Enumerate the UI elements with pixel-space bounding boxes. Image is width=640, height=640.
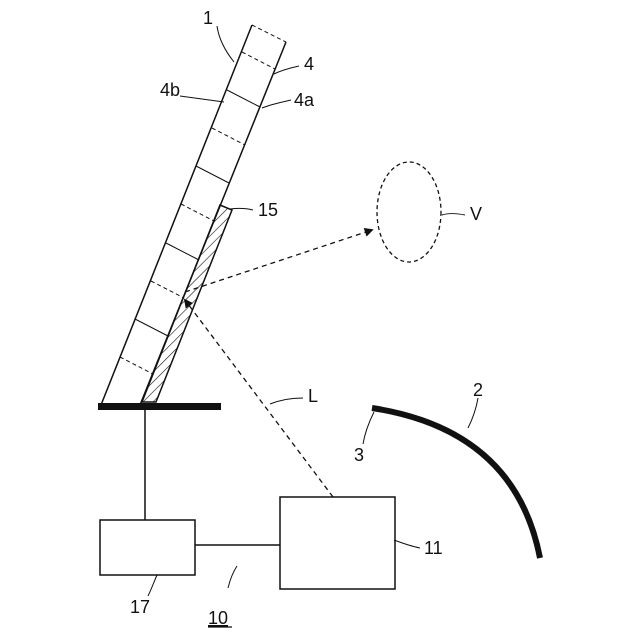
virtual-image-V [377,162,441,262]
label-17: 17 [130,597,150,617]
label-V: V [470,204,482,224]
plate-top-edge [252,25,286,42]
leader-L [270,398,303,404]
plate-section-lines [120,52,275,374]
label-15: 15 [258,200,278,220]
box-11 [280,497,395,589]
label-2: 2 [473,380,483,400]
label-11: 11 [424,538,443,558]
leader-1 [217,26,234,62]
leader-V [442,214,465,216]
leader-2 [468,398,478,428]
base-bar [98,403,221,410]
leader-4b [180,96,224,102]
label-1: 1 [203,8,213,28]
leader-17 [148,575,157,596]
box-17 [100,520,195,575]
label-10: 10 [208,608,228,628]
hatched-element-15 [142,205,232,402]
leader-11 [394,540,420,548]
curved-element-2 [372,408,540,558]
label-3: 3 [354,445,364,465]
leader-15 [230,208,253,210]
leader-10 [228,566,237,588]
leader-4 [274,66,299,74]
label-4: 4 [304,54,314,74]
leader-4a [262,100,291,108]
label-4a: 4a [294,90,315,110]
label-L: L [308,386,318,406]
leader-3 [363,412,374,444]
label-4b: 4b [160,80,180,100]
